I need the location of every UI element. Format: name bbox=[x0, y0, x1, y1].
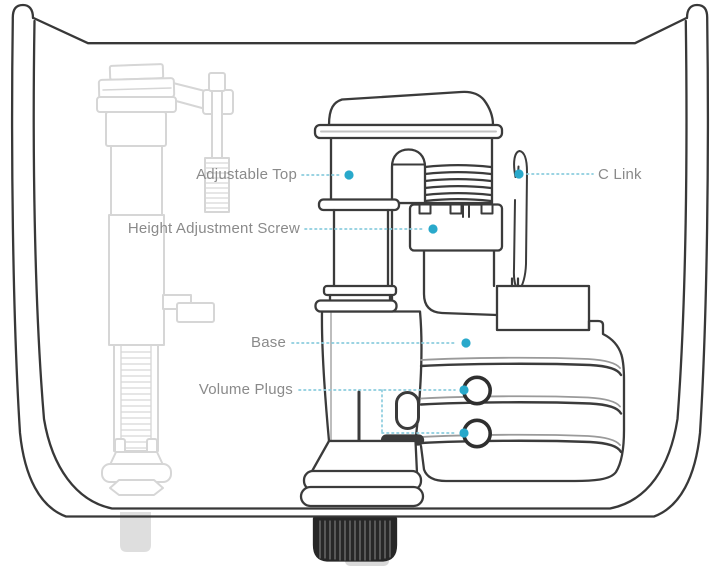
base-top-box bbox=[495, 284, 591, 332]
base-outer-contour bbox=[419, 319, 626, 483]
fill-valve-neck bbox=[105, 111, 167, 147]
fill-valve-cap-band bbox=[96, 96, 177, 113]
label-volume-plugs: Volume Plugs bbox=[198, 381, 293, 398]
dot-volume-plug-top bbox=[459, 385, 469, 395]
callout-dots bbox=[344, 169, 524, 438]
fill-valve-shank-under-tank bbox=[120, 512, 151, 552]
fill-valve-tab-right bbox=[146, 438, 158, 454]
tank-outer-wall bbox=[10, 3, 710, 518]
overflow-tube-top bbox=[390, 148, 427, 205]
dot-c-link bbox=[514, 169, 524, 179]
label-base: Base bbox=[251, 334, 286, 351]
height-screw-threads bbox=[423, 163, 493, 203]
flush-dome-cap bbox=[327, 90, 495, 127]
fill-valve-rod bbox=[211, 90, 223, 160]
fill-valve-body-upper bbox=[110, 145, 163, 217]
flush-top-rim bbox=[317, 198, 401, 212]
tank-outline bbox=[10, 3, 710, 518]
tank-inner-wall bbox=[32, 19, 688, 510]
label-adjustable-top: Adjustable Top bbox=[196, 166, 297, 183]
dot-height-screw bbox=[428, 224, 438, 234]
base-ridges bbox=[419, 356, 623, 454]
fill-valve-tab-left bbox=[114, 438, 126, 454]
leader-volume-plugs bbox=[298, 389, 456, 434]
tube-step-band bbox=[322, 284, 398, 297]
dot-volume-plug-bottom bbox=[459, 428, 469, 438]
nut-tube-walls bbox=[422, 249, 499, 317]
fill-valve-body-lower bbox=[108, 214, 165, 346]
fill-valve-outlet-step2 bbox=[176, 302, 215, 323]
label-height-adjustment-screw: Height Adjustment Screw bbox=[127, 220, 300, 237]
valve-skirt bbox=[309, 439, 419, 475]
dot-base bbox=[461, 338, 471, 348]
flush-valve-drawing bbox=[299, 90, 626, 566]
fill-valve-drawing bbox=[96, 63, 234, 496]
housing-slot bbox=[395, 391, 420, 430]
fill-valve-rod-knob bbox=[208, 72, 226, 92]
callout-leader-lines bbox=[291, 173, 594, 434]
tube-collar bbox=[314, 299, 398, 313]
dot-adjustable-top bbox=[344, 170, 354, 180]
fill-valve-foot-nut bbox=[109, 479, 164, 496]
threaded-outlet bbox=[312, 517, 398, 562]
flange-lower bbox=[299, 485, 425, 508]
label-c-link: C Link bbox=[598, 166, 642, 183]
tank-top-edge bbox=[32, 16, 688, 45]
